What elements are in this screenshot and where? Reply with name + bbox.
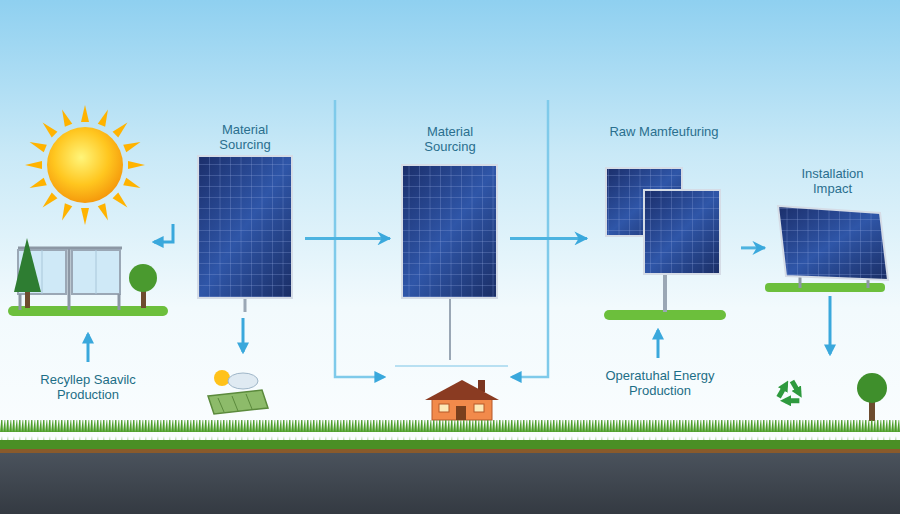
flow-arrow (741, 246, 765, 249)
stage-heading: Installation Impact (787, 166, 879, 196)
stage-label: Operatuhal Energy Production (590, 368, 730, 398)
flow-decoration-arrows (154, 224, 173, 242)
sun (40, 120, 58, 138)
flow-decoration-arrows (449, 298, 451, 360)
house (456, 406, 466, 420)
recycle-symbol (786, 395, 800, 407)
installed-panel (799, 276, 802, 288)
flow-arrow (305, 237, 390, 240)
solar-panel-pair (663, 272, 667, 312)
flow-arrow (510, 237, 587, 240)
ground (0, 453, 900, 514)
installed-panel (778, 206, 888, 280)
stage-heading: Material Sourcing (410, 124, 490, 154)
sun (40, 193, 58, 211)
ground (0, 449, 900, 453)
small-solar-frame (129, 264, 157, 292)
weather-icon (214, 370, 230, 386)
stage-heading: Raw Mamfeufuring (594, 124, 734, 139)
recycle-symbol (792, 381, 799, 393)
flow-decoration-arrows (829, 296, 832, 354)
house (439, 404, 449, 412)
sun (47, 127, 123, 203)
sun (25, 161, 42, 169)
tree (857, 373, 887, 403)
stage-heading: Material Sourcing (205, 122, 285, 152)
weather-icon (246, 394, 252, 409)
small-solar-frame (68, 248, 71, 310)
weather-icon (228, 373, 258, 389)
solar-panel-one (198, 156, 292, 298)
ground (0, 440, 900, 449)
process-stage: Installation Impact (770, 166, 895, 292)
sun (113, 193, 131, 211)
small-solar-frame (118, 294, 121, 310)
small-solar-frame (96, 250, 97, 294)
small-solar-frame (42, 250, 43, 294)
tree (857, 373, 887, 421)
solar-panel-pair (644, 190, 720, 274)
small-solar-frame (14, 238, 41, 292)
weather-icon (208, 390, 268, 414)
small-solar-frame (72, 250, 120, 294)
sun (58, 203, 72, 222)
flow-decoration-arrows (657, 330, 660, 358)
flow-decoration-arrows (87, 334, 90, 362)
weather-icon (208, 370, 268, 414)
small-solar-frame (8, 238, 168, 316)
solar-panel-pair (604, 168, 726, 320)
recycle-symbol (775, 381, 799, 407)
ground (0, 420, 900, 514)
installed-panel (778, 206, 888, 280)
installed-panel (765, 206, 888, 292)
recycle-symbol (775, 385, 789, 397)
sun (98, 108, 112, 127)
weather-icon (218, 398, 224, 412)
house (432, 398, 492, 420)
process-stage: Raw Mamfeufuring (592, 124, 736, 314)
solar-panel-two (402, 165, 497, 298)
small-solar-frame (19, 294, 22, 310)
sun (28, 178, 47, 192)
house (474, 404, 484, 412)
sun (98, 203, 112, 222)
solar-panel-two (402, 165, 497, 298)
sun (81, 105, 89, 122)
sun (123, 178, 142, 192)
connector-lines (395, 365, 508, 367)
solar-panel-one (198, 156, 292, 298)
sun (25, 105, 145, 225)
flow-decoration-arrows (242, 318, 245, 352)
installed-panel (867, 279, 870, 288)
sun (28, 138, 47, 152)
stage-label: Recyllep Saavilc Production (26, 372, 150, 402)
flow-decoration-arrows (244, 298, 247, 312)
process-stage: Material Sourcing (395, 124, 505, 300)
process-stage: Material Sourcing (190, 122, 300, 300)
solar-panel-one (198, 156, 292, 298)
solar-panel-pair (644, 190, 720, 274)
house (425, 380, 499, 400)
sun (128, 161, 145, 169)
house (425, 380, 499, 420)
weather-icon (232, 396, 238, 411)
sun (25, 105, 145, 225)
sun (58, 108, 72, 127)
sun (113, 120, 131, 138)
sun (81, 208, 89, 225)
sun (123, 138, 142, 152)
solar-panel-two (402, 165, 497, 298)
